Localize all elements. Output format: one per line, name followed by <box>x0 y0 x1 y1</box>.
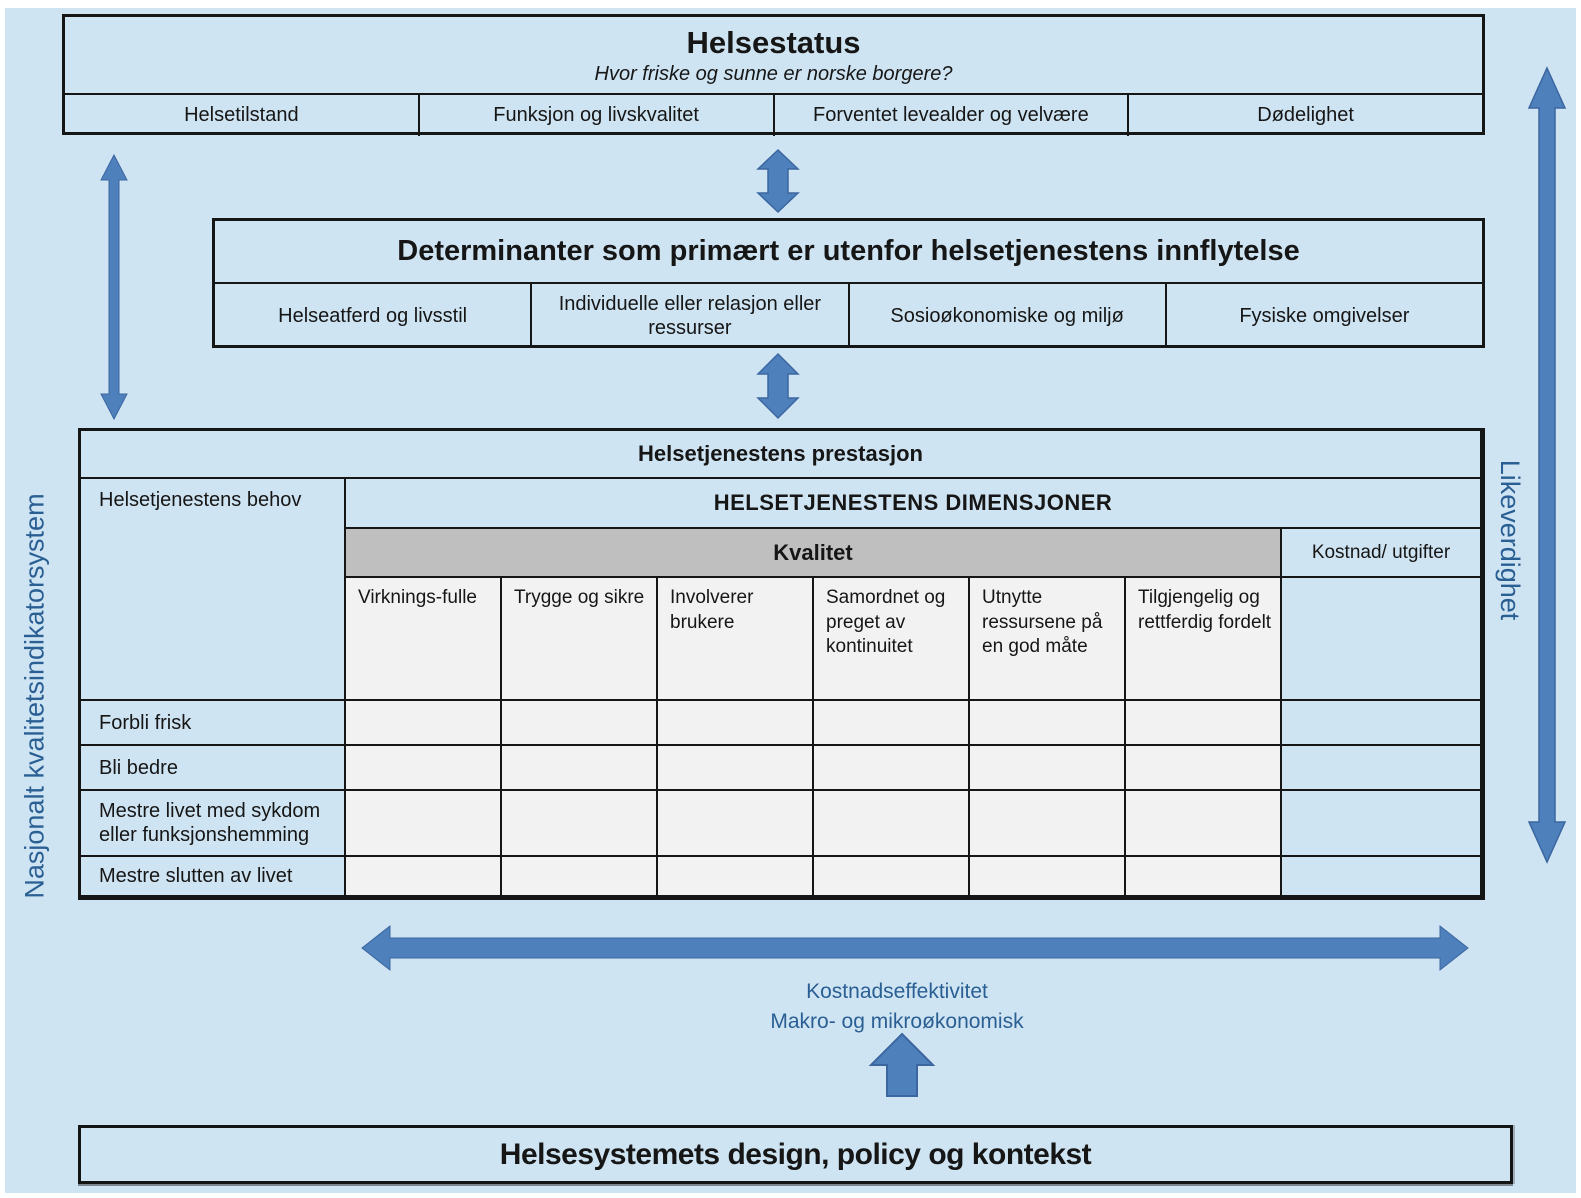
row-label-mestre-livet: Mestre livet med sykdom eller funksjonsh… <box>81 791 346 857</box>
helsestatus-column-funksjon: Funksjon og livskvalitet <box>417 95 773 136</box>
matrix-cell <box>658 746 814 791</box>
equity-vertical-double-arrow-icon <box>1527 66 1567 864</box>
cost-subheader-empty-cell <box>1282 578 1482 701</box>
system-design-title: Helsesystemets design, policy og konteks… <box>499 1137 1092 1171</box>
matrix-cell <box>970 791 1126 857</box>
performance-table: Helsetjenestens prestasjon Helsetjeneste… <box>78 428 1485 900</box>
helsestatus-column-dodelighet: Dødelighet <box>1127 95 1482 136</box>
helsestatus-column-helsetilstand: Helsetilstand <box>184 104 299 126</box>
matrix-cell <box>346 746 502 791</box>
helsestatus-title: Helsestatus <box>686 24 861 60</box>
determinanter-columns: Helseatferd og livsstil Individuelle ell… <box>215 284 1482 347</box>
matrix-cell <box>1126 701 1282 746</box>
quality-column-trygge: Trygge og sikre <box>502 578 658 701</box>
cost-cell <box>1282 857 1482 897</box>
cost-cell <box>1282 791 1482 857</box>
vertical-double-arrow-icon <box>756 352 800 420</box>
cost-cell <box>1282 701 1482 746</box>
quality-column-utnytte: Utnytte ressursene på en god måte <box>970 578 1126 701</box>
matrix-cell <box>346 791 502 857</box>
cost-effectiveness-caption: Kostnadseffektivitet Makro- og mikroøkon… <box>597 977 1197 1037</box>
helsestatus-box: Helsestatus Hvor friske og sunne er nors… <box>62 14 1485 136</box>
quality-column-samordnet: Samordnet og preget av kontinuitet <box>814 578 970 701</box>
dimensions-header-cell: HELSETJENESTENS DIMENSJONER <box>346 479 1482 529</box>
row-label-forbli-frisk: Forbli frisk <box>81 701 346 746</box>
cost-effectiveness-line1: Kostnadseffektivitet <box>806 980 988 1003</box>
matrix-cell <box>658 791 814 857</box>
helsestatus-subtitle: Hvor friske og sunne er norske borgere? <box>594 62 953 85</box>
matrix-cell <box>814 791 970 857</box>
helsestatus-columns: Helsetilstand Funksjon og livskvalitet F… <box>65 95 1482 136</box>
matrix-cell <box>970 701 1126 746</box>
system-design-box: Helsesystemets design, policy og konteks… <box>78 1125 1513 1184</box>
matrix-cell <box>970 746 1126 791</box>
determinant-column-sosiookonomiske: Sosioøkonomiske og miljø <box>847 284 1165 347</box>
matrix-cell <box>346 701 502 746</box>
matrix-cell <box>814 701 970 746</box>
performance-table-title: Helsetjenestens prestasjon <box>81 431 1482 479</box>
determinanter-box: Determinanter som primært er utenfor hel… <box>212 218 1485 348</box>
determinant-column-helseatferd: Helseatferd og livsstil <box>278 304 468 327</box>
cost-effectiveness-line2: Makro- og mikroøkonomisk <box>770 1010 1024 1033</box>
cost-cell <box>1282 746 1482 791</box>
helsestatus-header: Helsestatus Hvor friske og sunne er nors… <box>65 17 1482 95</box>
needs-header-cell: Helsetjenestens behov <box>81 479 346 701</box>
matrix-cell <box>658 857 814 897</box>
quality-column-involverer: Involverer brukere <box>658 578 814 701</box>
matrix-cell <box>1126 746 1282 791</box>
matrix-cell <box>502 746 658 791</box>
quality-header-cell: Kvalitet <box>346 529 1282 578</box>
matrix-cell <box>970 857 1126 897</box>
national-quality-indicator-label: Nasjonalt kvalitetsindikatorsystem <box>19 493 50 899</box>
helsestatus-column-levealder: Forventet levealder og velvære <box>772 95 1128 136</box>
quality-column-virkningsfulle: Virknings-fulle <box>346 578 502 701</box>
row-label-bli-bedre: Bli bedre <box>81 746 346 791</box>
horizontal-double-arrow-icon <box>361 924 1469 972</box>
vertical-double-arrow-icon <box>756 148 800 214</box>
cost-header-cell: Kostnad/ utgifter <box>1282 529 1482 578</box>
left-vertical-double-arrow-icon <box>100 153 128 421</box>
matrix-cell <box>814 857 970 897</box>
determinant-column-individuelle: Individuelle eller relasjon eller ressur… <box>530 284 847 347</box>
determinanter-title: Determinanter som primært er utenfor hel… <box>215 221 1482 284</box>
row-label-mestre-slutten: Mestre slutten av livet <box>81 857 346 897</box>
matrix-cell <box>1126 857 1282 897</box>
determinant-column-fysiske: Fysiske omgivelser <box>1164 284 1482 347</box>
matrix-cell <box>502 791 658 857</box>
matrix-cell <box>658 701 814 746</box>
matrix-cell <box>1126 791 1282 857</box>
matrix-cell <box>502 857 658 897</box>
quality-column-tilgjengelig: Tilgjengelig og rettferdig fordelt <box>1126 578 1282 701</box>
matrix-cell <box>814 746 970 791</box>
matrix-cell <box>346 857 502 897</box>
up-arrow-icon <box>868 1032 936 1097</box>
matrix-cell <box>502 701 658 746</box>
equity-label: Likeverdighet <box>1495 459 1525 621</box>
